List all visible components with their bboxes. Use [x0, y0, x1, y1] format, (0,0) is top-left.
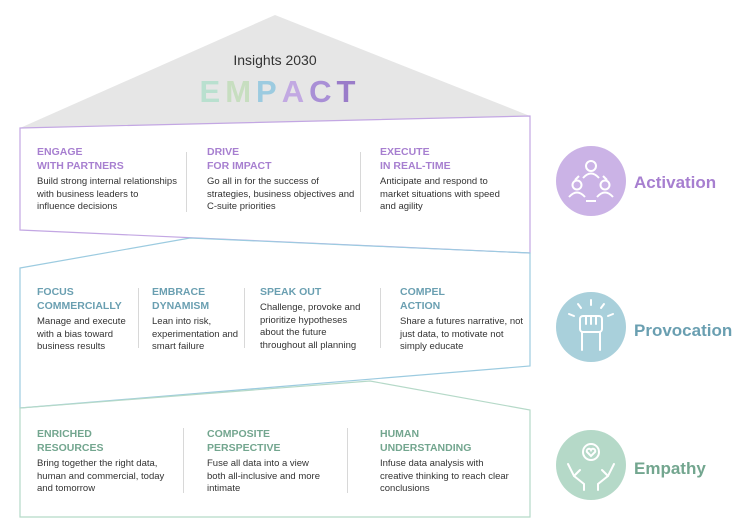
item-body: Bring together the right data, human and… [37, 458, 165, 494]
people-network-icon [568, 160, 614, 202]
item-body: Share a futures narrative, not just data… [400, 316, 524, 352]
brand-letter: A [281, 74, 310, 109]
divider [347, 428, 348, 493]
divider [186, 152, 187, 212]
divider [138, 288, 139, 348]
brand-letter: T [336, 74, 361, 109]
item-body: Manage and execute with a bias toward bu… [37, 316, 126, 352]
activation-circle [556, 146, 626, 216]
provocation-band [19, 237, 531, 409]
item-body: Lean into risk, experimentation and smar… [152, 316, 239, 352]
item-heading: ENGAGE WITH PARTNERS [37, 146, 124, 172]
item-body: Build strong internal relationships with… [37, 176, 177, 212]
item-heading: EXECUTE IN REAL-TIME [380, 146, 451, 172]
raised-fist-icon [568, 299, 614, 351]
engage-with-partners: ENGAGE WITH PARTNERS Build strong intern… [37, 145, 187, 214]
compel-action: COMPEL ACTION Share a futures narrative,… [400, 285, 528, 354]
brand-wordmark: EMPACT [180, 74, 380, 110]
drive-for-impact: DRIVE FOR IMPACT Go all in for the succe… [207, 145, 357, 214]
item-heading: COMPOSITE PERSPECTIVE [207, 428, 281, 454]
item-heading: COMPEL ACTION [400, 286, 445, 312]
page-title: Insights 2030 [233, 52, 317, 68]
item-heading: FOCUS COMMERCIALLY [37, 286, 122, 312]
item-heading: ENRICHED RESOURCES [37, 428, 104, 454]
item-heading: EMBRACE DYNAMISM [152, 286, 210, 312]
speak-out: SPEAK OUT Challenge, provoke and priorit… [260, 285, 375, 352]
item-body: Go all in for the success of strategies,… [207, 176, 355, 212]
enriched-resources: ENRICHED RESOURCES Bring together the ri… [37, 427, 182, 496]
focus-commercially: FOCUS COMMERCIALLY Manage and execute wi… [37, 285, 142, 354]
empathy-band [19, 380, 531, 518]
item-body: Challenge, provoke and prioritize hypoth… [260, 302, 361, 351]
item-heading: DRIVE FOR IMPACT [207, 146, 272, 172]
item-heading: HUMAN UNDERSTANDING [380, 428, 472, 454]
roof-shape [20, 15, 530, 128]
execute-in-real-time: EXECUTE IN REAL-TIME Anticipate and resp… [380, 145, 520, 214]
composite-perspective: COMPOSITE PERSPECTIVE Fuse all data into… [207, 427, 342, 496]
brand-letter: M [225, 74, 257, 109]
item-body: Infuse data analysis with creative think… [380, 458, 509, 494]
divider [183, 428, 184, 493]
provocation-circle [556, 292, 626, 362]
divider [244, 288, 245, 348]
divider [360, 152, 361, 212]
embrace-dynamism: EMBRACE DYNAMISM Lean into risk, experim… [152, 285, 252, 354]
brand-letter: C [309, 74, 337, 109]
item-heading: SPEAK OUT [260, 286, 322, 298]
item-body: Anticipate and respond to market situati… [380, 176, 500, 212]
divider [380, 288, 381, 348]
brand-letter: E [199, 74, 226, 109]
provocation-label: Provocation [634, 321, 733, 340]
hands-heart-icon [567, 443, 615, 491]
brand-letter: P [256, 74, 282, 109]
item-body: Fuse all data into a view both all-inclu… [207, 458, 321, 494]
activation-label: Activation [634, 173, 717, 192]
human-understanding: HUMAN UNDERSTANDING Infuse data analysis… [380, 427, 525, 496]
empathy-circle [556, 430, 626, 500]
empathy-label: Empathy [634, 459, 706, 478]
